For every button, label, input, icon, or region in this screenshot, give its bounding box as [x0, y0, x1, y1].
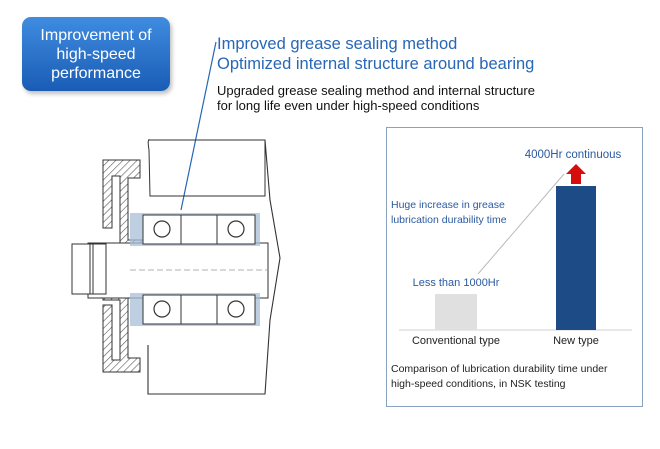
durability-bar-chart: Less than 1000Hr 4000Hr continuous Huge … [391, 149, 632, 390]
description-line-2: for long life even under high-speed cond… [217, 98, 480, 113]
annotation-line-1: Huge increase in grease [391, 199, 505, 211]
category-label-new-type: New type [553, 335, 599, 347]
bar-new-type [556, 186, 596, 330]
annotation-line-2: lubrication durability time [391, 214, 507, 226]
chart-caption-line-1: Comparison of lubrication durability tim… [391, 363, 608, 375]
leader-line [180, 41, 217, 211]
increase-arrow-icon [566, 164, 586, 184]
headline-line-1: Improved grease sealing method [217, 35, 458, 53]
spacer-bottom [180, 294, 218, 325]
bar-conventional-type [435, 294, 477, 330]
improvement-badge: Improvement of high-speed performance [22, 17, 170, 91]
housing-outline [147, 139, 266, 197]
description-line-1: Upgraded grease sealing method and inter… [217, 83, 535, 98]
durability-chart-panel: Less than 1000Hr 4000Hr continuous Huge … [386, 127, 643, 407]
housing-body [147, 139, 281, 395]
shaft-nose [71, 243, 107, 295]
chart-caption-line-2: high-speed conditions, in NSK testing [391, 378, 566, 390]
value-label-new-type: 4000Hr continuous [525, 149, 622, 161]
badge-line-3: performance [51, 64, 141, 82]
spacer-top [180, 214, 218, 245]
badge-line-1: Improvement of [40, 26, 152, 44]
headline-line-2: Optimized internal structure around bear… [217, 55, 535, 73]
shaft [87, 242, 269, 299]
value-label-conventional: Less than 1000Hr [413, 277, 500, 289]
trend-line [477, 173, 565, 275]
category-label-conventional: Conventional type [412, 335, 500, 347]
badge-line-2: high-speed [56, 45, 136, 63]
